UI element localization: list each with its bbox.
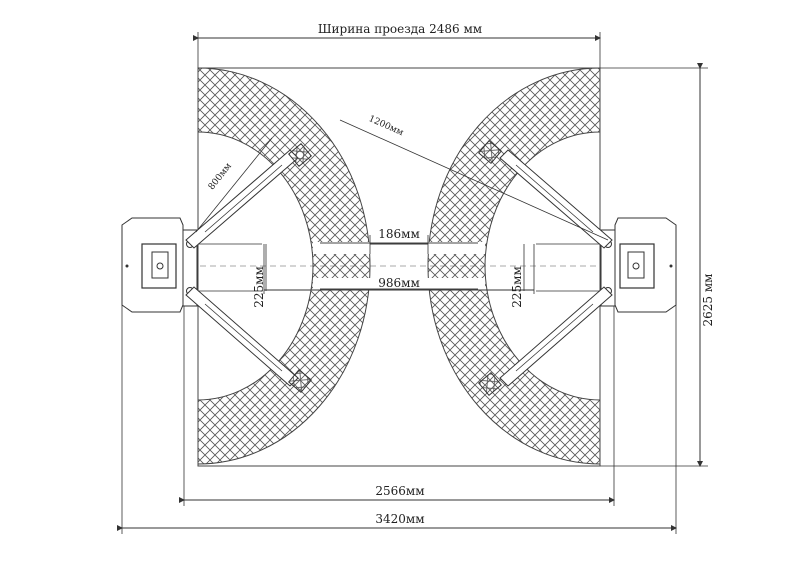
right-post — [600, 217, 677, 313]
center-gap-bottom — [313, 278, 485, 290]
center-gap-top — [313, 242, 485, 254]
right-swing-zone — [427, 68, 600, 465]
right-lower-arm — [478, 286, 613, 396]
gap-986-label: 986мм — [378, 276, 420, 290]
left-lower-arm — [185, 286, 312, 393]
left-upper-arm — [185, 143, 312, 249]
floor-area-outline — [197, 67, 601, 467]
left-post — [121, 217, 198, 313]
arm-swing-zones — [198, 68, 600, 465]
drive-width-label: Ширина проезда 2486 мм — [318, 22, 482, 36]
width-2566-label: 2566мм — [375, 484, 424, 498]
left-swing-zone — [198, 68, 371, 465]
right-upper-arm — [478, 140, 613, 249]
arm-225-left-label: 225мм — [252, 266, 266, 308]
depth-2625-label: 2625 мм — [701, 273, 715, 326]
reach-800-label: 800мм — [207, 161, 234, 192]
arm-225-right-label: 225мм — [510, 266, 524, 308]
width-3420-label: 3420мм — [375, 512, 424, 526]
gap-186-label: 186мм — [378, 227, 420, 241]
